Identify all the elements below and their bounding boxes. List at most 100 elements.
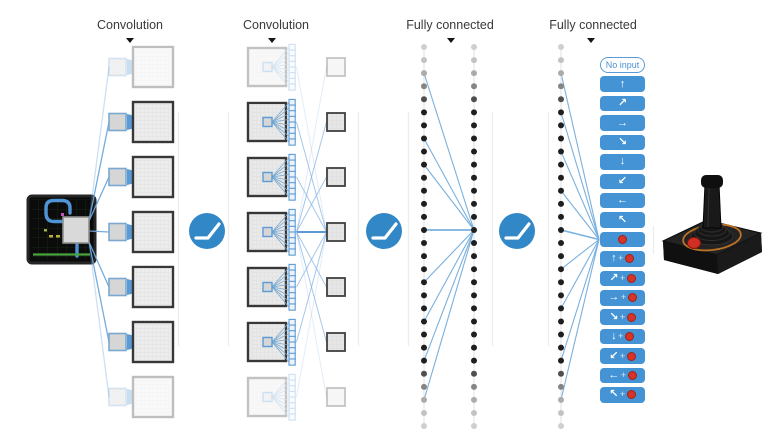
conv2-layer: [246, 43, 346, 421]
fc-node: [558, 57, 564, 64]
fc-node: [558, 122, 564, 129]
relu-activation-icon: [366, 213, 402, 249]
conv1-feature-map-unit: [108, 375, 175, 419]
conv2-feature-map-unit: [246, 373, 296, 421]
fc-node: [558, 44, 564, 50]
conv-filter: [288, 407, 296, 416]
action-button-up-left: ↖: [600, 212, 645, 228]
layer-label-convolution-2: Convolution: [242, 18, 310, 32]
fc-node: [421, 174, 427, 181]
fc-node: [471, 174, 477, 181]
conv1-feature-map-unit: [108, 210, 175, 254]
fc-node: [421, 318, 427, 325]
action-button-no-input: No input: [600, 57, 645, 73]
fc-node: [471, 423, 477, 430]
fc-node: [421, 253, 427, 260]
conv2-output-map: [326, 167, 346, 187]
fc-node: [471, 57, 477, 64]
relu-activation-icon: [499, 213, 535, 249]
fc-node: [421, 44, 427, 50]
fc-node: [421, 396, 427, 403]
conv-filter: [288, 55, 296, 63]
fc-node: [471, 344, 477, 351]
fc-node: [558, 200, 564, 207]
direction-arrow-icon: ↗: [617, 97, 628, 110]
conv-filter: [288, 402, 296, 410]
direction-arrow-icon: ↖: [609, 388, 619, 401]
fc-node: [471, 292, 477, 299]
fc2-nodes: [558, 44, 564, 430]
fc-node: [558, 174, 564, 181]
fc-node: [421, 109, 427, 116]
fc-node: [421, 57, 427, 64]
conv-filter: [108, 222, 127, 242]
plus-sign: +: [618, 253, 624, 264]
fc-node: [558, 240, 564, 247]
conv-filter: [288, 138, 296, 146]
conv-filter: [288, 303, 296, 311]
fc-node: [471, 83, 477, 90]
fc-node: [558, 135, 564, 142]
map-patch: [262, 171, 273, 183]
conv-filter: [288, 72, 296, 80]
direction-arrow-icon: ↓: [619, 155, 626, 168]
direction-arrow-icon: ↓: [611, 330, 617, 343]
fc-node: [471, 279, 477, 286]
map-patch: [262, 336, 273, 348]
atari-joystick-icon: [661, 175, 763, 274]
action-button-down-right: ↘: [600, 134, 645, 151]
direction-arrow-icon: ↘: [617, 135, 628, 148]
fc-node: [421, 240, 427, 247]
fc-node: [471, 266, 477, 273]
direction-arrow-icon: ↖: [617, 213, 628, 226]
fc-node: [421, 344, 427, 351]
fc-node: [558, 318, 564, 325]
conv-filter: [288, 379, 296, 387]
fc-node: [471, 200, 477, 207]
fire-button-icon: [624, 254, 634, 264]
caret-down-icon: [268, 38, 276, 43]
layer-label-fully-connected-2: Fully connected: [549, 18, 637, 32]
conv2-output-map: [326, 387, 346, 407]
conv1-feature-map-unit: [108, 155, 175, 199]
fc-node: [471, 383, 477, 390]
fc-node: [471, 357, 477, 364]
conv-filter: [288, 49, 296, 57]
conv2-feature-map-unit: [246, 98, 296, 146]
fc-node: [421, 305, 427, 312]
conv2-feature-map-unit: [246, 153, 296, 201]
conv-filter: [288, 358, 296, 366]
fc-node: [558, 279, 564, 286]
fc-node: [471, 396, 477, 403]
fc-node: [558, 226, 564, 233]
fire-button-icon: [626, 273, 636, 283]
map-patch: [262, 116, 273, 128]
fc-node: [558, 409, 564, 416]
fc-node: [558, 213, 564, 220]
fc-node: [558, 96, 564, 103]
conv-filter: [108, 387, 127, 407]
conv1-feature-map-unit: [108, 320, 175, 364]
fc-node: [421, 161, 427, 168]
fc-node: [421, 135, 427, 142]
action-button-up: ↑: [600, 76, 645, 92]
fc-node: [421, 292, 427, 299]
fc-node: [421, 383, 427, 390]
fc-node: [558, 305, 564, 312]
fc-node: [558, 344, 564, 351]
layer-label-fully-connected-1: Fully connected: [406, 18, 494, 32]
fc-node: [471, 253, 477, 260]
conv2-output-map: [326, 277, 346, 297]
fc-node: [558, 161, 564, 168]
action-button-down-left-fire: ↙+: [600, 348, 645, 364]
fc-node: [421, 266, 427, 273]
action-button-down-right-fire: ↘+: [600, 309, 645, 325]
fc-node: [421, 357, 427, 364]
action-button-left: ←: [600, 192, 645, 209]
fc-node: [471, 122, 477, 129]
fc-node: [558, 396, 564, 403]
fc-node: [421, 148, 427, 155]
direction-arrow-icon: →: [617, 116, 628, 129]
relu-activation-icon: [189, 213, 225, 249]
